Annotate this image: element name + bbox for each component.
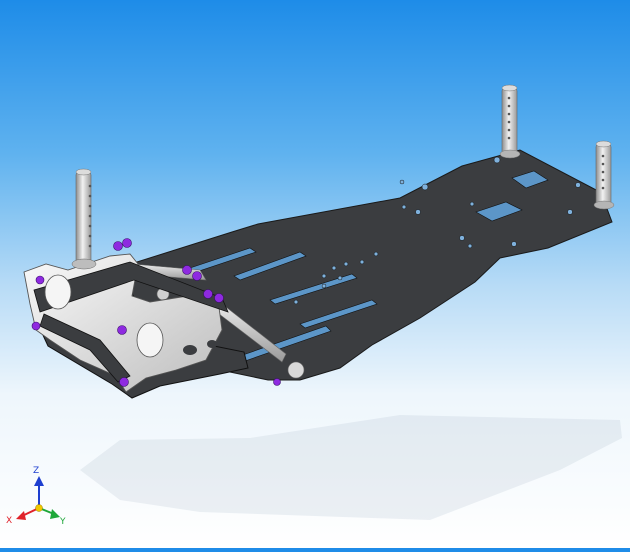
x-axis-label: X [6,516,12,526]
body-post-rear-left[interactable] [499,84,521,159]
z-axis-label: Z [33,466,39,476]
orientation-triad: Z X Y [2,462,74,534]
body-post-front[interactable] [75,168,92,265]
y-axis-label: Y [59,517,66,527]
body-post-rear-right[interactable] [593,140,615,210]
front-suspension-block[interactable] [23,253,229,393]
origin-dot [35,504,43,512]
z-axis-arrow [34,476,44,508]
x-axis-arrow [16,507,40,520]
suspension-screws [31,238,281,387]
front-post-base [71,258,97,270]
model-reflection [80,415,622,520]
